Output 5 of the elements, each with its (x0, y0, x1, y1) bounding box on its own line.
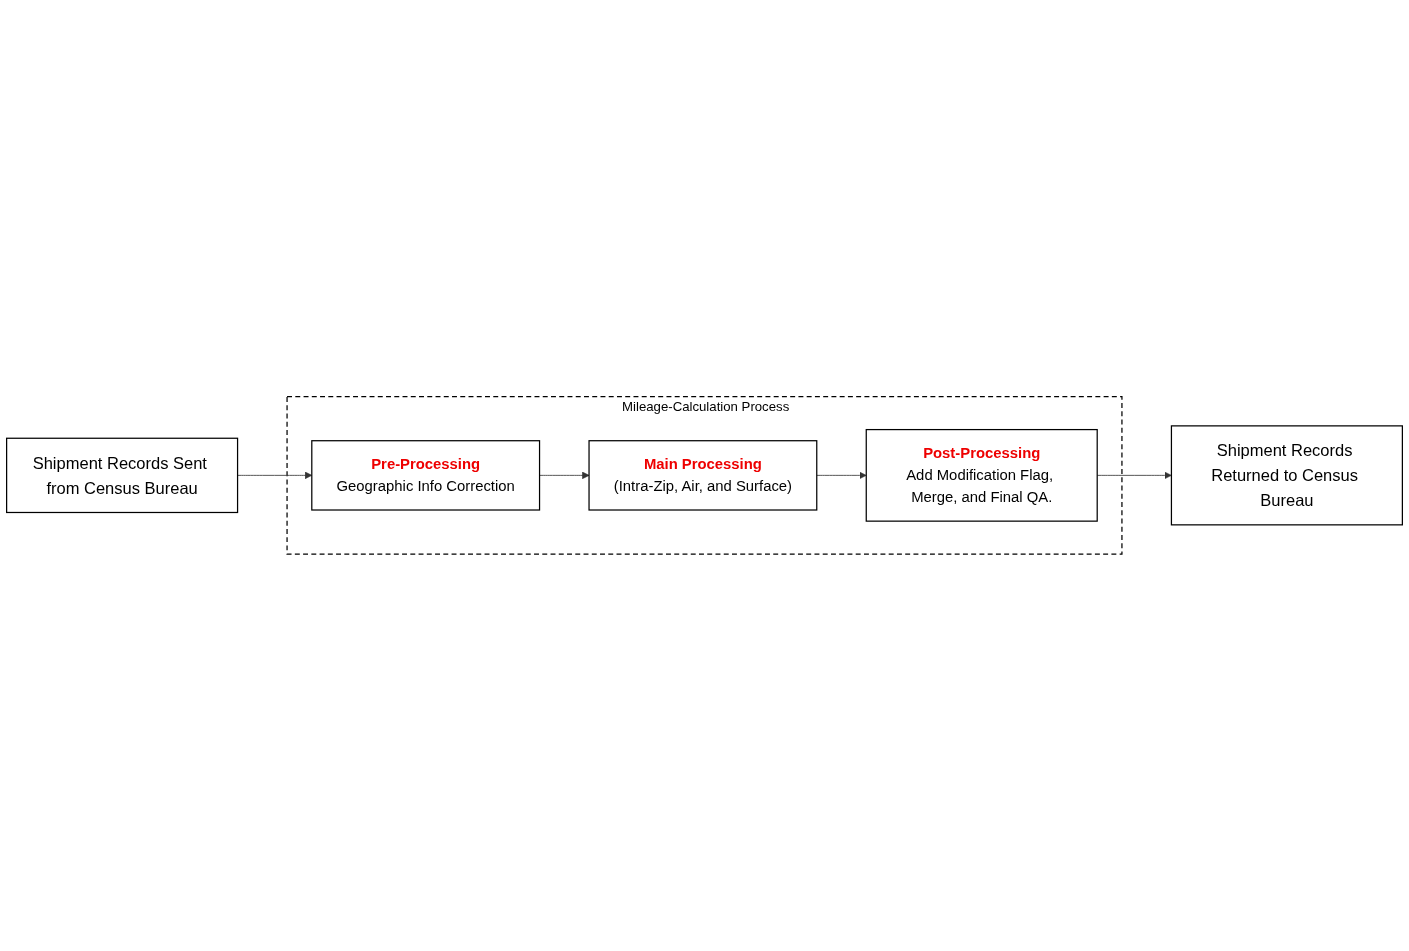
node-box: Main Processing (Intra-Zip, Air, and Surface) (588, 440, 818, 511)
node-box: Shipment Records Sent from Census Bureau (6, 437, 239, 514)
node-box: Pre-Processing Geographic Info Correction (311, 440, 541, 511)
node-box: Shipment Records Returned to Census Bureau (1170, 425, 1403, 526)
node-box: Post-Processing Add Modification Flag, Merge, and Final QA. (865, 429, 1098, 522)
